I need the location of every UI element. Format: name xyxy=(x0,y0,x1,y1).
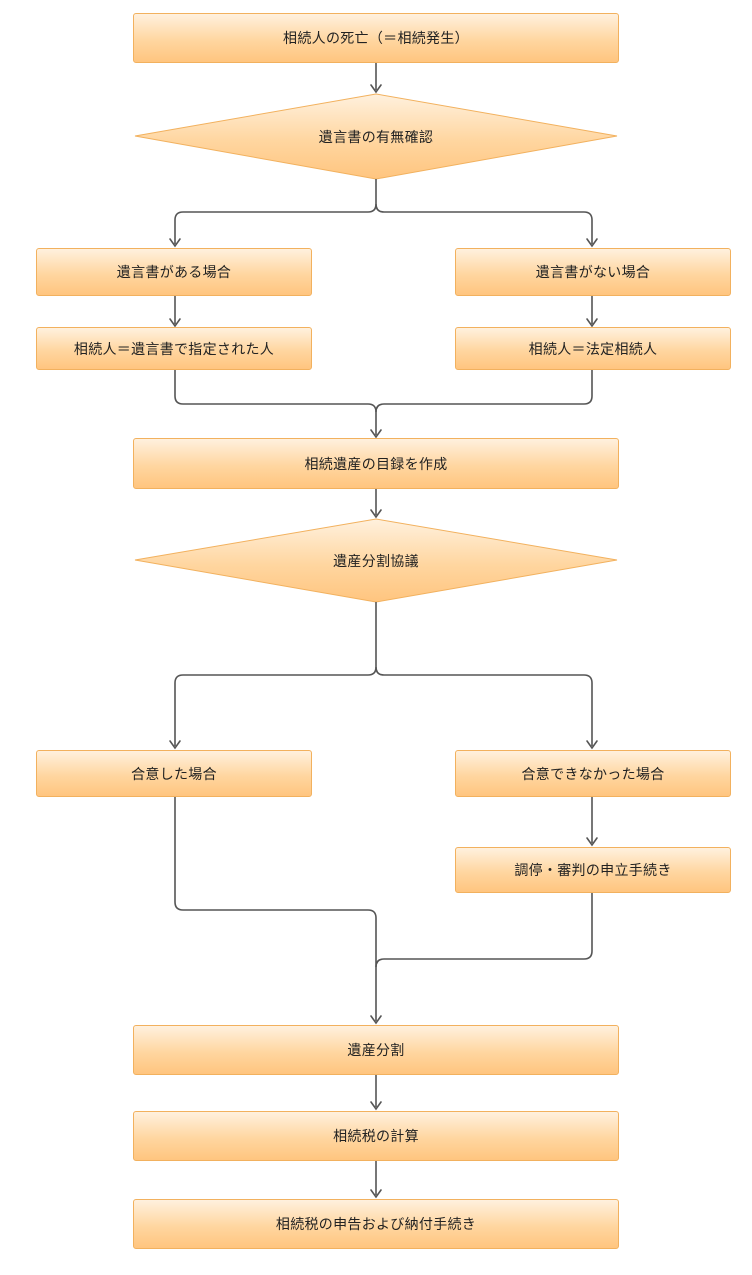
decision-division-talks-label: 遺産分割協議 xyxy=(333,553,419,570)
step-agreed: 合意した場合 xyxy=(36,750,312,797)
connector-will-check-left xyxy=(174,179,377,244)
arrowhead xyxy=(586,238,598,248)
connector-will-check-right xyxy=(375,203,593,244)
arrowhead xyxy=(370,509,382,519)
arrowhead xyxy=(370,429,382,439)
connector-mediation-merge xyxy=(375,893,593,968)
connector-merge-left xyxy=(174,370,377,435)
step-heir-by-will: 相続人＝遺言書で指定された人 xyxy=(36,327,312,370)
step-mediation: 調停・審判の申立手続き xyxy=(455,847,731,893)
connector-talks-left xyxy=(174,602,377,746)
arrowhead xyxy=(586,837,598,847)
arrowhead xyxy=(370,1189,382,1199)
step-tax-filing: 相続税の申告および納付手続き xyxy=(133,1199,619,1249)
connector-agreed-merge xyxy=(174,797,377,1021)
arrowhead xyxy=(169,238,181,248)
connector-talks-right xyxy=(375,666,593,746)
connector-merge-right xyxy=(375,370,593,413)
decision-will-check-label: 遺言書の有無確認 xyxy=(318,129,434,146)
step-tax-calc: 相続税の計算 xyxy=(133,1111,619,1161)
step-estate-inventory: 相続遺産の目録を作成 xyxy=(133,438,619,489)
step-estate-division: 遺産分割 xyxy=(133,1025,619,1075)
arrowhead xyxy=(586,740,598,750)
arrowhead xyxy=(586,318,598,328)
step-heir-legal: 相続人＝法定相続人 xyxy=(455,327,731,370)
step-start: 相続人の死亡（＝相続発生） xyxy=(133,13,619,63)
arrowhead xyxy=(169,318,181,328)
arrowhead xyxy=(370,1015,382,1025)
arrowhead xyxy=(370,1101,382,1111)
arrowhead xyxy=(370,84,382,94)
step-will-absent: 遺言書がない場合 xyxy=(455,248,731,296)
arrowhead xyxy=(169,740,181,750)
step-not-agreed: 合意できなかった場合 xyxy=(455,750,731,797)
step-will-exists: 遺言書がある場合 xyxy=(36,248,312,296)
